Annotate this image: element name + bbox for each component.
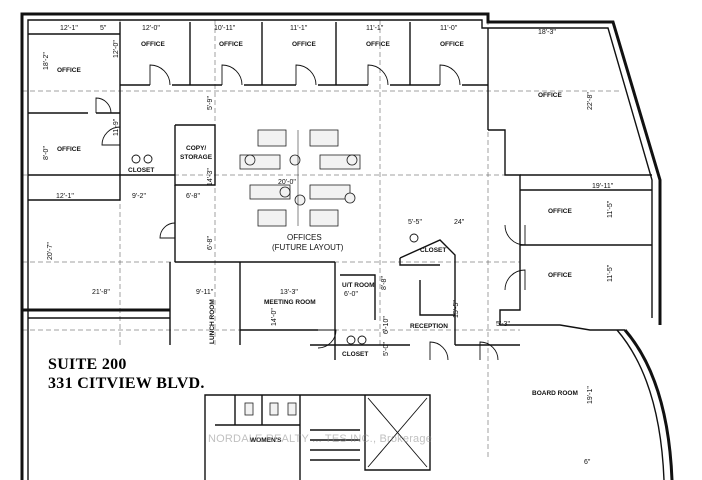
room-label-office-t4: OFFICE xyxy=(366,41,390,48)
dim-17: 12'-1" xyxy=(56,193,74,200)
central-partitions xyxy=(28,124,520,360)
room-label-office-t2: OFFICE xyxy=(219,41,243,48)
dim-4: 10'-11" xyxy=(214,25,236,32)
dim-21: 11'-5" xyxy=(607,200,614,218)
dim-31: 8'-8" xyxy=(381,276,388,290)
room-label-office-r1: OFFICE xyxy=(548,208,572,215)
dim-16: 20'-0" xyxy=(278,179,296,186)
room-label-womens: WOMEN'S xyxy=(250,437,282,444)
dim-20: 19'-11" xyxy=(592,183,614,190)
dim-12: 5'-9" xyxy=(207,96,214,110)
exterior-walls xyxy=(20,12,674,480)
workstations xyxy=(239,129,361,227)
dim-36: 15'-5" xyxy=(453,300,460,318)
room-label-meeting: MEETING ROOM xyxy=(264,299,316,306)
suite-address: 331 CITVIEW BLVD. xyxy=(48,375,205,392)
room-label-offices-1: OFFICES xyxy=(287,233,322,242)
dim-11: 22'-8" xyxy=(587,92,594,110)
dim-3: 12'-0" xyxy=(142,25,160,32)
dim-26: 11'-5" xyxy=(607,264,614,282)
dim-8: 18'-3" xyxy=(538,29,556,36)
room-label-copy-2: STORAGE xyxy=(180,154,213,161)
dim-22: 5'-5" xyxy=(408,219,422,226)
dim-27: 21'-8" xyxy=(92,289,110,296)
room-label-ut: U/T ROOM xyxy=(342,282,375,289)
dim-7: 11'-0" xyxy=(440,25,458,32)
suite-number: SUITE 200 xyxy=(48,356,127,373)
room-label-office-r2: OFFICE xyxy=(548,272,572,279)
dim-38: 6" xyxy=(584,459,591,466)
dim-24: 20'-7" xyxy=(47,242,54,260)
room-label-office-tl: OFFICE xyxy=(57,67,81,74)
dim-5: 11'-1" xyxy=(290,25,308,32)
room-label-closet-3: CLOSET xyxy=(342,351,368,358)
dim-6: 11'-1" xyxy=(366,25,384,32)
right-offices xyxy=(488,129,652,331)
room-label-office-t5: OFFICE xyxy=(440,41,464,48)
dim-37: 19'-1" xyxy=(587,386,594,404)
door-swings xyxy=(95,64,526,361)
room-label-closet-2: CLOSET xyxy=(420,247,446,254)
dim-14: 8'-0" xyxy=(43,146,50,160)
room-label-board: BOARD ROOM xyxy=(532,390,578,397)
room-label-office-t3: OFFICE xyxy=(292,41,316,48)
top-offices xyxy=(28,22,489,176)
room-label-offices-2: (FUTURE LAYOUT) xyxy=(272,243,344,252)
room-label-office-t1: OFFICE xyxy=(141,41,165,48)
dimension-labels: 12'-1" 5" 12'-0" 10'-11" 11'-1" 11'-1" 1… xyxy=(43,25,614,466)
closet-markers xyxy=(131,154,419,345)
dim-1: 12'-1" xyxy=(60,25,78,32)
dim-10: 12'-0" xyxy=(113,40,120,58)
room-labels: OFFICE OFFICE OFFICE OFFICE OFFICE OFFIC… xyxy=(57,41,578,444)
dim-2: 5" xyxy=(100,25,107,32)
room-label-closet-1: CLOSET xyxy=(128,167,154,174)
dim-23: 24" xyxy=(454,219,465,226)
room-label-office-tr: OFFICE xyxy=(538,92,562,99)
room-label-reception: RECEPTION xyxy=(410,323,448,330)
dim-30: 6'-0" xyxy=(344,291,358,298)
dim-9: 18'-2" xyxy=(43,52,50,70)
core-block xyxy=(204,394,431,480)
room-label-office-l2: OFFICE xyxy=(57,146,81,153)
brokerage-watermark: NORDALE REALTY ... TES INC., Brokerage xyxy=(208,433,433,445)
room-label-lunch: LUNCH ROOM xyxy=(209,299,216,344)
room-label-copy-1: COPY/ xyxy=(186,145,206,152)
dim-33: 5'-3" xyxy=(496,321,510,328)
dim-19: 6'-8" xyxy=(186,193,200,200)
dim-34: 6'-10" xyxy=(383,316,390,334)
dim-28: 9'-11" xyxy=(196,289,214,296)
dim-13: 11'-9" xyxy=(113,118,120,136)
dim-29: 13'-3" xyxy=(280,289,298,296)
dim-15: 14'-3" xyxy=(207,168,214,186)
dim-35: 5'-0" xyxy=(383,342,390,356)
dim-18: 9'-2" xyxy=(132,193,146,200)
dim-25: 6'-8" xyxy=(207,236,214,250)
dim-32: 14'-0" xyxy=(271,308,278,326)
